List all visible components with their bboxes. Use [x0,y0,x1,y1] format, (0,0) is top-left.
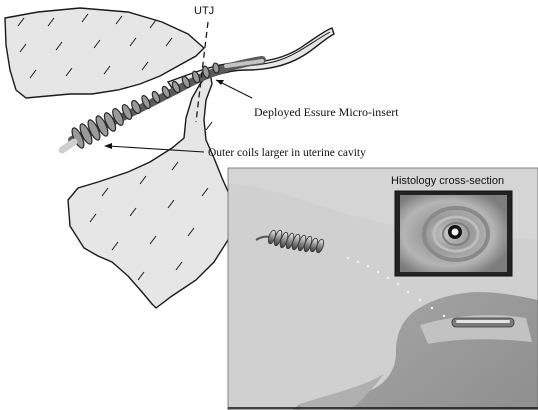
micro-insert-callout: Deployed Essure Micro-insert [215,79,399,119]
upper-tissue-region [4,7,206,99]
histology-inset: Histology cross-section [391,175,513,277]
utj-label: UTJ [194,5,214,17]
utj-dashed-line [195,21,209,123]
tube-dots [346,256,446,318]
lower-tissue-region [67,70,235,309]
photo-coil [255,229,325,254]
outer-coils-callout: Outer coils larger in uterine cavity [104,143,366,159]
histology-label: Histology cross-section [391,175,504,187]
photo-distal-insert [451,317,515,328]
micro-insert-label: Deployed Essure Micro-insert [254,105,399,119]
coil-windings [71,62,220,149]
outer-coils-label: Outer coils larger in uterine cavity [208,147,366,159]
micro-insert-coil [58,56,266,154]
tissue-hatching [17,13,213,281]
